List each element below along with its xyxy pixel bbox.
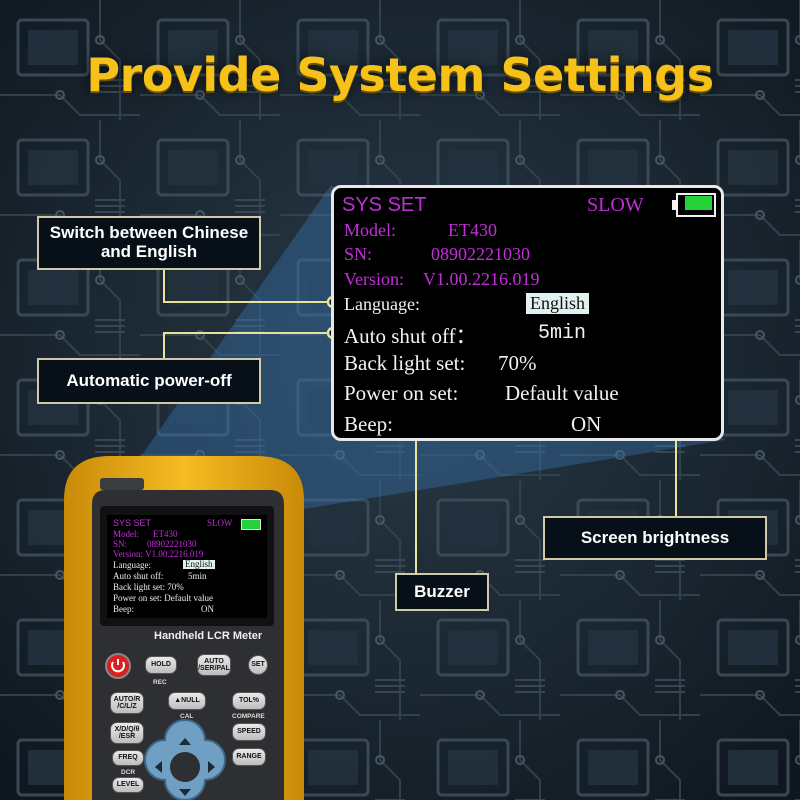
auto-r-button[interactable]: AUTO/R /C/L/Z	[110, 692, 144, 714]
device-model-value: ET430	[153, 529, 178, 539]
version-label: Version:	[344, 269, 404, 289]
device-power-on: Power on set: Default value	[113, 593, 213, 603]
power-on-value[interactable]: Default value	[505, 381, 619, 405]
device-battery-icon	[241, 519, 261, 530]
level-button[interactable]: LEVEL	[112, 777, 144, 793]
device-screen: SYS SET SLOW Model: ET430 SN: 0890222103…	[107, 515, 267, 618]
auto-shutoff-label: Auto shut off：	[344, 324, 477, 348]
callout-language: Switch between Chinese and English	[37, 216, 261, 270]
backlight-label: Back light set:	[344, 351, 466, 375]
device-auto-shutoff-value: 5min	[188, 571, 207, 581]
backlight-value[interactable]: 70%	[498, 351, 537, 375]
auto-shutoff-value[interactable]: 5min	[538, 322, 587, 345]
language-value[interactable]: English	[526, 293, 590, 314]
dpad-up-button[interactable]	[173, 733, 197, 751]
callout-brightness: Screen brightness	[543, 516, 767, 560]
device-language-label: Language:	[113, 560, 151, 570]
device-beep-value: ON	[201, 604, 214, 614]
device-language-value: English	[183, 559, 215, 569]
set-button[interactable]: SET	[248, 655, 268, 675]
device-beep-label: Beep:	[113, 604, 134, 614]
device-model-label: Model:	[113, 529, 139, 539]
xdq-esr-button[interactable]: X/D/Q/θ /ESR	[110, 722, 144, 744]
device-backlight: Back light set: 70%	[113, 582, 184, 592]
device-version: Version: V1.00.2216.019	[113, 549, 204, 559]
dpad-left-button[interactable]	[150, 755, 168, 779]
beep-label: Beep:	[344, 412, 393, 436]
page-title: Provide System Settings	[86, 48, 714, 102]
hold-button[interactable]: HOLD	[145, 656, 177, 674]
compare-caption: COMPARE	[232, 713, 265, 720]
rec-caption: REC	[153, 679, 167, 686]
device-sn-value: 08902221030	[147, 539, 197, 549]
system-settings-screen: SYS SET SLOW Model: ET430 SN: 0890222103…	[331, 185, 724, 441]
screen-title: SYS SET	[342, 194, 427, 216]
sn-value: 08902221030	[431, 244, 530, 264]
device-name: Handheld LCR Meter	[154, 630, 263, 642]
dcr-caption: DCR	[121, 769, 136, 776]
null-button[interactable]: ▲NULL	[168, 692, 206, 710]
freq-button[interactable]: FREQ	[112, 750, 144, 766]
tol-button[interactable]: TOL%	[232, 692, 266, 710]
cal-caption: CAL	[180, 713, 194, 720]
dpad-right-button[interactable]	[202, 755, 220, 779]
power-button[interactable]	[106, 654, 130, 678]
sn-label: SN:	[344, 244, 373, 264]
model-label: Model:	[344, 220, 396, 240]
callout-buzzer: Buzzer	[395, 573, 489, 611]
speed-indicator: SLOW	[587, 194, 644, 216]
callout-auto-off: Automatic power-off	[37, 358, 261, 404]
power-on-label: Power on set:	[344, 381, 459, 405]
device-screen-title: SYS SET	[113, 518, 152, 528]
device-speed: SLOW	[207, 518, 233, 528]
language-label: Language:	[344, 294, 420, 314]
range-button[interactable]: RANGE	[232, 748, 266, 766]
dpad-down-button[interactable]	[173, 783, 197, 800]
beep-value[interactable]: ON	[571, 412, 602, 436]
battery-icon	[672, 193, 718, 217]
version-value: V1.00.2216.019	[423, 269, 540, 289]
speed-button[interactable]: SPEED	[232, 723, 266, 741]
model-value: ET430	[448, 220, 497, 240]
auto-ser-pal-button[interactable]: AUTO /SER/PAL	[197, 654, 231, 676]
device-auto-shutoff-label: Auto shut off:	[113, 571, 164, 581]
device-sn-label: SN:	[113, 539, 128, 549]
